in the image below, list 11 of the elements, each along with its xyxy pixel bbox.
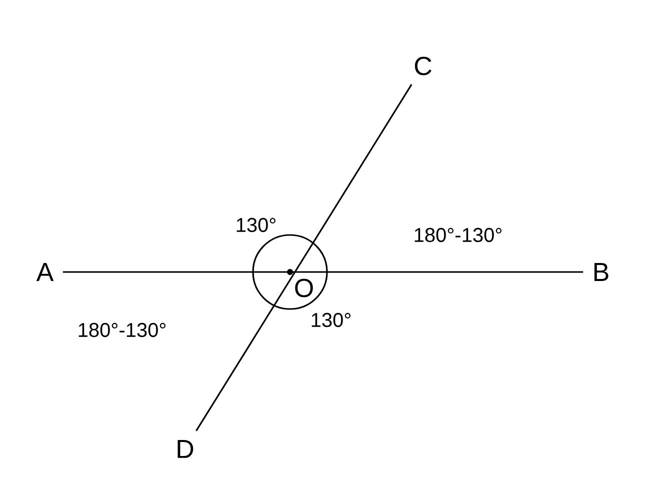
angle-label: 180°-130°	[78, 322, 166, 338]
angle-label: 130°	[236, 218, 276, 232]
point-label: B	[594, 263, 608, 281]
point-label: A	[36, 263, 54, 281]
angle-label: 130°	[312, 312, 350, 328]
point-label: O	[295, 278, 313, 298]
line	[62, 271, 584, 273]
angle-label: 180°-130°	[414, 228, 502, 242]
line	[196, 84, 412, 432]
point-label: C	[414, 56, 432, 76]
point-label: D	[178, 440, 194, 458]
